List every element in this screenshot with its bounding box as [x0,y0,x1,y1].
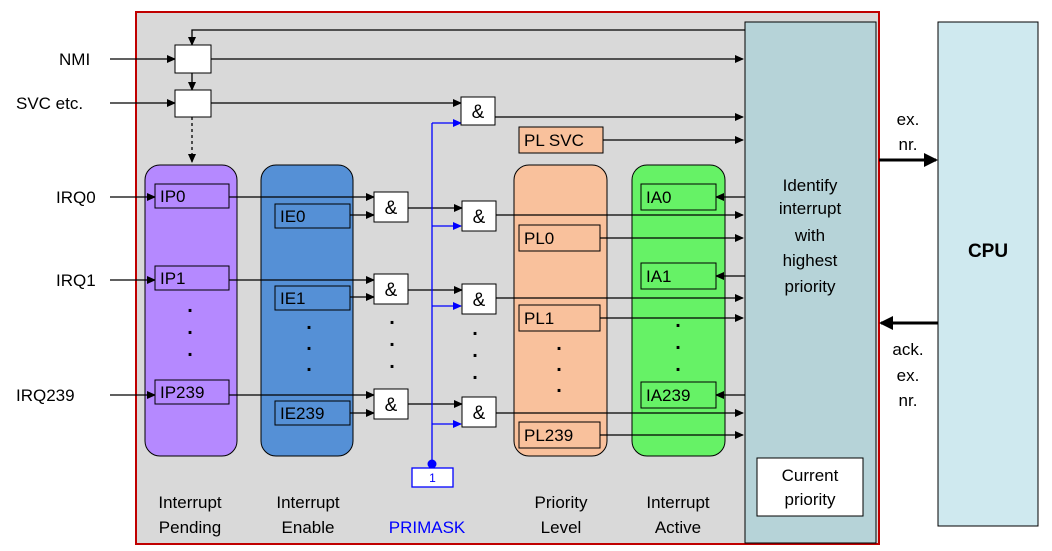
ack-ex-nr-line: nr. [899,391,918,410]
current-priority-box [756,457,864,517]
priority-caption: Level [541,518,582,537]
ie1-label: IE1 [280,289,306,308]
svc-input-label: SVC etc. [16,94,83,113]
pl239-register [518,421,601,449]
pl1-label: PL1 [524,309,554,328]
and-gate-irq1-primask [461,283,497,315]
and-gate-label: & [385,280,398,301]
and-gate-irq0-enable [373,191,409,223]
priority-caption: Priority [535,493,588,512]
ip239-label: IP239 [160,383,204,402]
pl239-label: PL239 [524,426,573,445]
ex-nr-line: ex. [897,110,920,129]
and-gate-irq239-primask [461,396,497,428]
enable-ellipsis: . [306,333,312,355]
and-gate-irq239-enable [373,388,409,420]
ie239-label: IE239 [280,404,324,423]
active-caption: Interrupt [646,493,710,512]
irq0-input-label: IRQ0 [56,188,96,207]
enable-caption: Interrupt [276,493,340,512]
active-ellipsis: . [675,332,681,354]
ip1-register [154,265,230,291]
primask-value: 1 [429,471,436,485]
ie239-register [274,400,351,426]
cpu-label: CPU [968,241,1008,262]
priority-ellipsis: . [556,354,562,376]
and-gate-label: & [473,207,486,228]
pl0-label: PL0 [524,229,554,248]
ip0-register [154,183,230,209]
gate-ellipsis: . [389,351,395,373]
pending-ellipsis: . [187,339,193,361]
pl0-register [518,224,601,252]
ia1-register [640,262,717,290]
ack-ex-nr-line: ex. [897,366,920,385]
gate-ellipsis: . [472,340,478,362]
pending-caption: Pending [159,518,221,537]
identify-line: Identify [783,176,838,195]
ie0-register [274,203,351,229]
active-ellipsis: . [675,354,681,376]
and-gate-label: & [473,403,486,424]
priority-ellipsis: . [556,375,562,397]
and-gate-label: & [473,290,486,311]
and-gate-svc [460,96,496,126]
and-gate-irq1-enable [373,273,409,305]
identify-line: priority [784,277,836,296]
primask-register [411,467,454,488]
pl1-register [518,304,601,332]
nmi-input-label: NMI [59,50,90,69]
ip239-register [154,379,230,405]
ia0-register [640,183,717,211]
identify-line: highest [783,251,838,270]
identify-line: interrupt [779,199,842,218]
identify-line: with [794,226,825,245]
and-gate-label: & [385,198,398,219]
ex-nr-line: nr. [899,135,918,154]
gate-ellipsis: . [389,329,395,351]
pl-svc-label: PL SVC [524,131,584,150]
enable-caption: Enable [282,518,335,537]
gate-ellipsis: . [472,362,478,384]
ia1-label: IA1 [646,267,672,286]
irq239-input-label: IRQ239 [16,386,75,405]
active-ellipsis: . [675,310,681,332]
gate-ellipsis: . [389,307,395,329]
ip1-label: IP1 [160,269,186,288]
gate-ellipsis: . [472,318,478,340]
enable-ellipsis: . [306,312,312,334]
ie0-label: IE0 [280,207,306,226]
ie1-register [274,285,351,311]
primask-junction [427,459,437,469]
nmi-mux-box [174,44,212,74]
primask-caption: PRIMASK [389,518,466,537]
pending-ellipsis: . [187,295,193,317]
and-gate-label: & [385,395,398,416]
ack-ex-nr-line: ack. [892,340,923,359]
svc-mux-box [174,89,212,118]
ip0-label: IP0 [160,187,186,206]
current-priority-line: Current [782,466,839,485]
and-gate-svc-label: & [472,102,485,123]
identify-panel [744,21,877,544]
ia0-label: IA0 [646,188,672,207]
pl-svc-register [518,126,604,154]
irq1-input-label: IRQ1 [56,271,96,290]
pending-ellipsis: . [187,317,193,339]
priority-ellipsis: . [556,333,562,355]
ia239-register [640,381,717,409]
ia239-label: IA239 [646,386,690,405]
cpu-block [937,21,1039,527]
enable-ellipsis: . [306,354,312,376]
active-caption: Active [655,518,701,537]
current-priority-line: priority [784,490,836,509]
pending-caption: Interrupt [158,493,222,512]
and-gate-irq0-primask [461,200,497,232]
